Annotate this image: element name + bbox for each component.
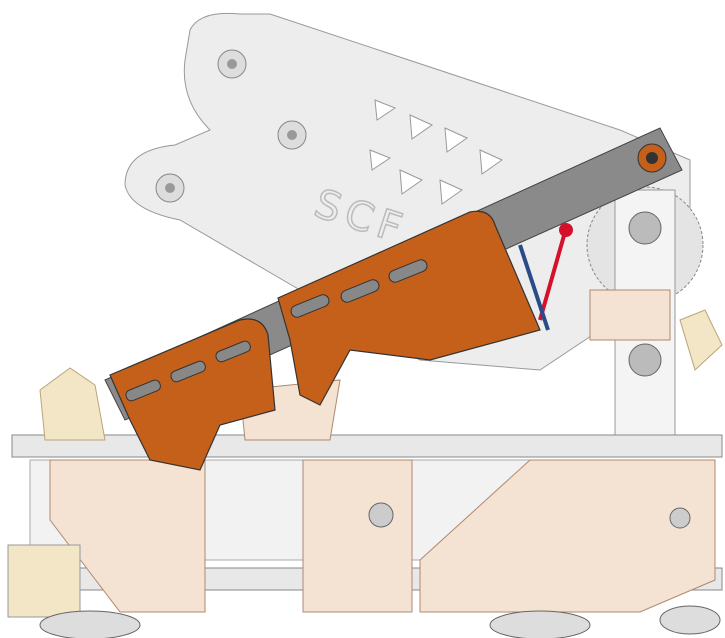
- yellow-block: [7, 544, 81, 618]
- chassis-rail: [11, 434, 723, 458]
- wheels: [39, 605, 721, 638]
- side-plates: [49, 289, 716, 613]
- plate-slots: [125, 259, 428, 402]
- red-lever: [538, 231, 567, 321]
- upper-arm-plate: SCF: [124, 12, 691, 371]
